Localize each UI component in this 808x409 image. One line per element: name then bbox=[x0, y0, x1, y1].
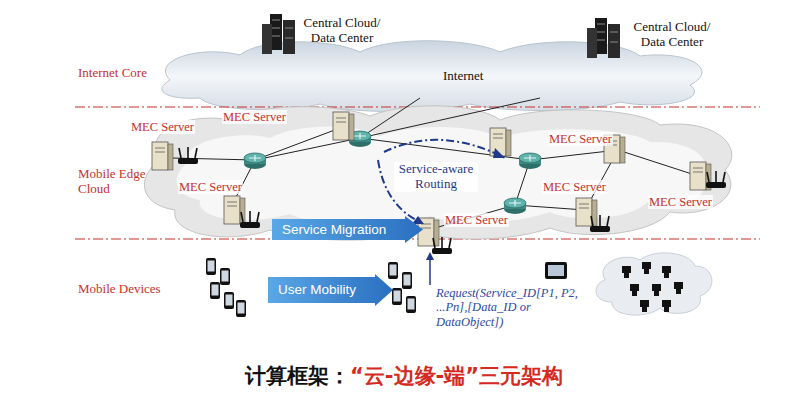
caption-text: “云-边缘-端”三元架构 bbox=[350, 364, 563, 388]
arrow-label: User Mobility bbox=[268, 274, 393, 306]
arrow-label: Service Migration bbox=[272, 216, 423, 243]
layer-label: Internet Core bbox=[78, 66, 147, 81]
block-arrow: Service Migration bbox=[272, 216, 423, 243]
server-label: MEC Server bbox=[548, 132, 613, 146]
server-label: MEC Server bbox=[178, 180, 243, 194]
server-label: MEC Server bbox=[444, 213, 509, 227]
cloud-label: Central Cloud/ Data Center bbox=[292, 16, 392, 46]
cloud-label: Internet bbox=[443, 68, 483, 84]
layer-label: Mobile Devices bbox=[78, 282, 161, 297]
caption-text: 计算框架： bbox=[245, 364, 350, 388]
server-label: MEC Server bbox=[222, 110, 287, 124]
server-label: MEC Server bbox=[648, 195, 713, 209]
caption-row: 计算框架：“云-边缘-端”三元架构 bbox=[245, 364, 563, 388]
server-label: MEC Server bbox=[130, 120, 195, 134]
cloud-node: Internet bbox=[443, 68, 483, 84]
block-arrow: User Mobility bbox=[268, 274, 393, 306]
cloud-label: Central Cloud/ Data Center bbox=[622, 20, 722, 50]
request-text: Request(Service_ID[P1, P2, ...Pn],[Data_… bbox=[436, 286, 598, 329]
layer-label: Mobile Edge Cloud bbox=[78, 167, 166, 197]
server-label: MEC Server bbox=[542, 180, 607, 194]
routing-label: Service-aware Routing bbox=[394, 162, 478, 192]
